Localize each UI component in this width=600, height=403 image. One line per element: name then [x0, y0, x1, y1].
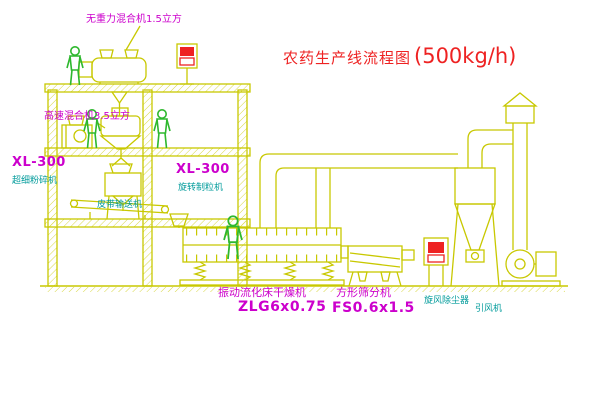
label-sieve-name: 方形筛分机 [336, 286, 391, 299]
belt-conveyor-drawing [69, 199, 170, 219]
label-cyclone: 旋风除尘器 [424, 296, 470, 306]
label-left-crusher-model: XL-300 [12, 155, 66, 170]
fan-drawing [501, 249, 561, 287]
building-frame [44, 83, 251, 287]
control-cabinet-1 [176, 43, 198, 85]
square-sieve-drawing [340, 245, 415, 287]
diagram-title: 农药生产线流程图 (500kg/h) [283, 44, 516, 68]
diagram-title-text: 农药生产线流程图 [283, 49, 412, 67]
label-belt-conveyor: 皮带输送机 [97, 200, 143, 210]
label-mid-crusher-name: 旋转制粒机 [178, 183, 224, 193]
cyclone-drawing [450, 129, 513, 287]
label-top-mixer: 无重力混合机1.5立方 [86, 14, 182, 25]
left-crusher-drawing [61, 115, 93, 149]
diagram-title-capacity: (500kg/h) [414, 44, 517, 68]
person-figure [153, 109, 171, 149]
ground-line [40, 285, 568, 292]
control-cabinet-2 [423, 237, 449, 286]
label-dryer-name: 振动流化床干燥机 [218, 286, 306, 299]
stack-drawing [502, 92, 538, 250]
person-figure [66, 45, 84, 86]
dryer-feed-hopper [169, 213, 189, 228]
top-mixer-drawing [78, 49, 147, 116]
fluid-bed-dryer-drawing [179, 227, 345, 286]
label-mid-crusher-model: XL-300 [176, 162, 230, 177]
granulator-drawing [104, 163, 142, 220]
exhaust-duct-drawing [259, 153, 458, 228]
high-speed-mixer-drawing [99, 107, 142, 167]
label-high-speed-mixer: 高速混合机3.5立方 [44, 111, 130, 122]
label-dryer-model: ZLG6x0.75 [238, 299, 327, 315]
label-fan: 引风机 [475, 304, 503, 314]
label-left-crusher-name: 超细粉碎机 [12, 176, 58, 186]
label-sieve-model: FS0.6x1.5 [332, 300, 415, 316]
